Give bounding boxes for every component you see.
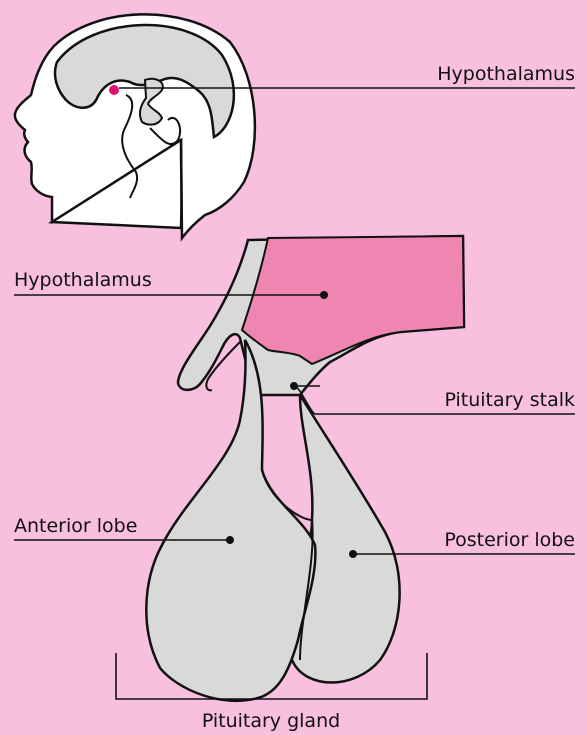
label-anterior-lobe: Anterior lobe — [14, 515, 137, 537]
label-pituitary-stalk: Pituitary stalk — [444, 389, 575, 411]
label-hypothalamus-head: Hypothalamus — [437, 63, 575, 85]
posterior-dot — [349, 550, 357, 558]
label-posterior-lobe: Posterior lobe — [444, 529, 575, 551]
label-hypothalamus: Hypothalamus — [14, 269, 152, 291]
stalk-dot — [290, 382, 298, 390]
hypothalamus-marker — [109, 85, 119, 95]
label-pituitary-gland: Pituitary gland — [202, 710, 340, 732]
anterior-dot — [226, 536, 234, 544]
hypothalamus-dot — [320, 291, 328, 299]
